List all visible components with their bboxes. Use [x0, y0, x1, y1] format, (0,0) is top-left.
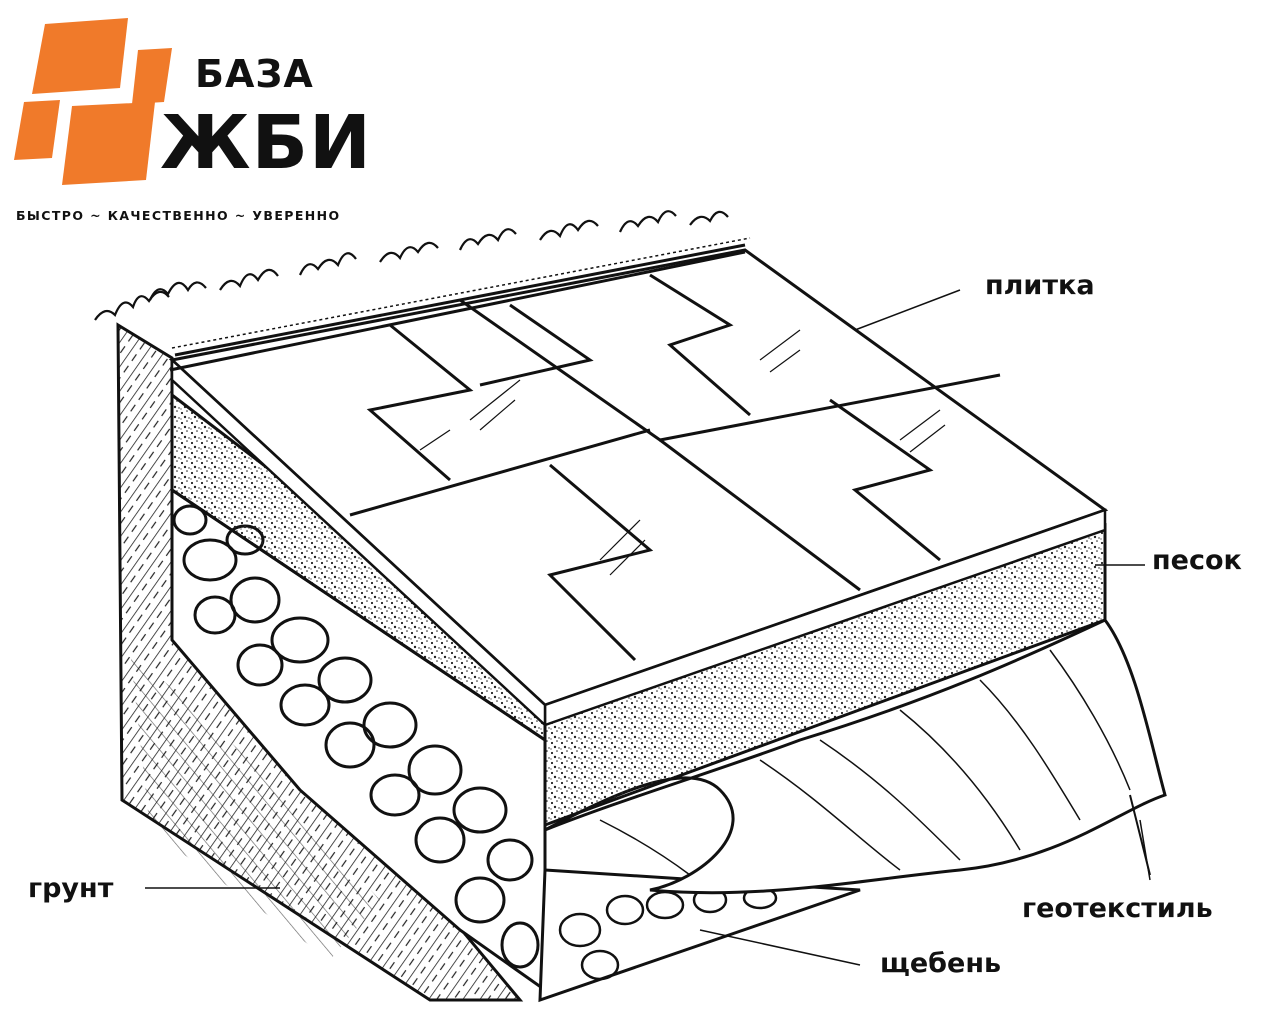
leader-lines: [145, 289, 1151, 966]
gravel-stones: [172, 504, 540, 969]
label-geotextile: геотекстиль: [1022, 893, 1213, 924]
label-gravel: щебень: [880, 948, 1002, 979]
leader-gravel: [699, 929, 861, 966]
gravel-layer: [170, 487, 861, 1003]
logo-block-4: [62, 102, 155, 185]
brand-line-2: ЖБИ: [160, 100, 372, 186]
logo-block-3: [14, 100, 60, 160]
leader-geotextile: [1139, 819, 1151, 881]
logo-icon: [14, 18, 172, 185]
logo-block-2: [132, 48, 172, 104]
logo-block-1: [32, 18, 128, 94]
tile-layer: [168, 248, 1109, 728]
grass-edge: [94, 210, 751, 357]
brand-slogan: БЫСТРО ~ КАЧЕСТВЕННО ~ УВЕРЕННО: [16, 208, 341, 223]
label-sand: песок: [1152, 545, 1242, 576]
label-tile: плитка: [985, 270, 1095, 301]
tile-joints: [169, 250, 1001, 662]
brand-line-1: БАЗА: [195, 52, 314, 96]
label-soil: грунт: [28, 873, 114, 904]
leader-tile: [854, 289, 961, 331]
geotextile-layer: [544, 618, 1167, 895]
